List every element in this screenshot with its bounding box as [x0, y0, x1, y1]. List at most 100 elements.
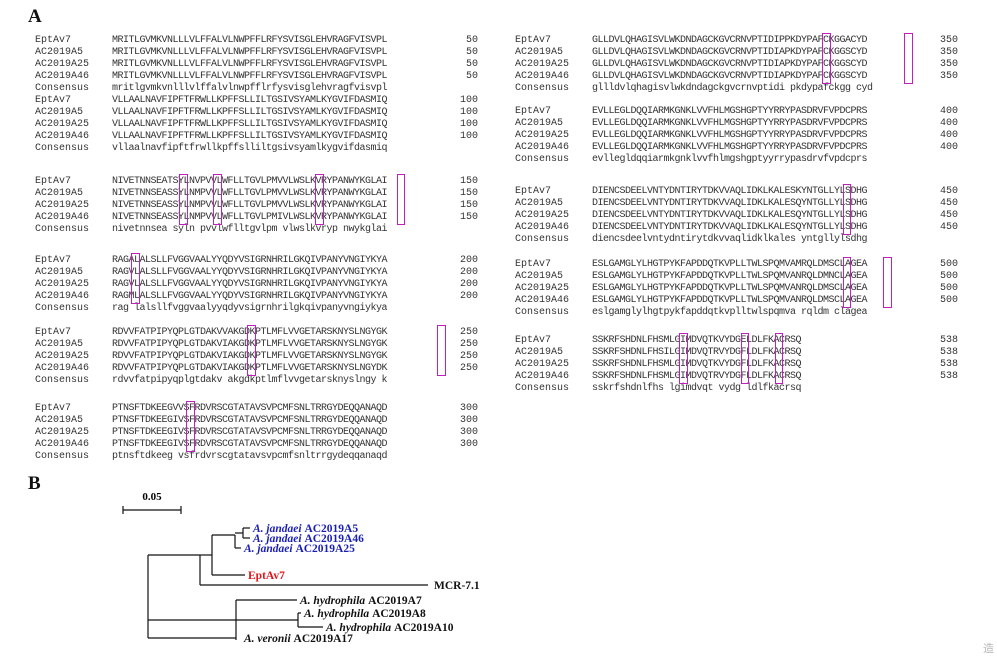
- sequence-name: EptAv7: [515, 186, 552, 197]
- sequence-name: Consensus: [35, 451, 90, 462]
- sequence-residues: EVLLEGLDQQIARMKGNKLVVFHLMGSHGPTYYRRYPASD…: [592, 130, 868, 141]
- sequence-residues: PTNSFTDKEEGIVSFRDVRSCGTATAVSVPCMFSNLTRRG…: [112, 427, 388, 438]
- residue-position: 150: [459, 176, 478, 187]
- residue-position: 400: [939, 118, 958, 129]
- sequence-residues: EVLLEGLDQQIARMKGNKLVVFHLMGSHGPTYYRRYPASD…: [592, 106, 868, 117]
- sequence-name: Consensus: [35, 224, 90, 235]
- tree-leaf-label: EptAv7: [248, 570, 285, 582]
- sequence-name: AC2019A5: [35, 267, 84, 278]
- sequence-name: EptAv7: [35, 327, 72, 338]
- sequence-residues: MRITLGVMKVNLLLVLFFALVLNWPFFLRFYSVISGLEHV…: [112, 71, 388, 82]
- residue-position: 50: [465, 59, 478, 70]
- tree-leaf-label: A. jandaei AC2019A25: [243, 543, 355, 555]
- residue-position: 300: [459, 439, 478, 450]
- sequence-residues: VLLAALNAVFIPFTFRWLLKPFFSLLILTGSIVSYAMLKY…: [112, 107, 388, 118]
- variant-highlight-box: [883, 257, 893, 308]
- sequence-residues: SSKRFSHDNLFHSMLGIMDVQTKVYDGELDLFKACRSQ: [592, 335, 802, 346]
- residue-position: 100: [459, 131, 478, 142]
- tree-leaf-label: A. hydrophila AC2019A7: [299, 595, 422, 607]
- sequence-residues: GLLDVLQHAGISVLWKDNDAGCKGVCRNVPTIDIAPKDYP…: [592, 71, 868, 82]
- sequence-residues: MRITLGVMKVNLLLVLFFALVLNWPFFLRFYSVISGLEHV…: [112, 35, 388, 46]
- sequence-name: AC2019A5: [35, 188, 84, 199]
- residue-position: 250: [459, 351, 478, 362]
- sequence-residues: RDVVFATPIPYQPLGTDAKVIAKGDKPTLMFLVVGETARS…: [112, 351, 388, 362]
- sequence-name: AC2019A46: [515, 371, 570, 382]
- variant-highlight-box: [437, 325, 447, 376]
- residue-position: 350: [939, 59, 958, 70]
- sequence-residues: rag lalsllfvggvaalyyqdyvsigrnhrilgkqivpa…: [112, 303, 388, 314]
- sequence-name: Consensus: [515, 154, 570, 165]
- tree-leaf-label: A. hydrophila AC2019A10: [325, 622, 454, 634]
- sequence-name: AC2019A25: [515, 59, 570, 70]
- sequence-name: AC2019A5: [515, 47, 564, 58]
- sequence-name: EptAv7: [35, 176, 72, 187]
- residue-position: 200: [459, 255, 478, 266]
- residue-position: 250: [459, 363, 478, 374]
- residue-position: 350: [939, 35, 958, 46]
- residue-position: 500: [939, 283, 958, 294]
- residue-position: 200: [459, 267, 478, 278]
- sequence-residues: SSKRFSHDNLFHSMLGIMDVQTRVYDGFLDLFKACRSQ: [592, 371, 802, 382]
- residue-position: 150: [459, 188, 478, 199]
- sequence-residues: EVLLEGLDQQIARMKGNKLVVFHLMGSHGPTYYRRYPASD…: [592, 142, 868, 153]
- residue-position: 500: [939, 271, 958, 282]
- sequence-residues: ptnsftdkeeg vsfrdvrscgtatavsvpcmfsnltrrg…: [112, 451, 388, 462]
- sequence-name: EptAv7: [515, 106, 552, 117]
- strain-name: AC2019A10: [394, 622, 454, 634]
- sequence-residues: ESLGAMGLYLHGTPYKFAPDDQTKVPLLTWLSPQMVANRQ…: [592, 283, 868, 294]
- sequence-residues: GLLDVLQHAGISVLWKDNDAGCKGVCRNVPTIDIPPKDYP…: [592, 35, 868, 46]
- residue-position: 538: [939, 347, 958, 358]
- sequence-residues: vllaalnavfipftfrwllkpffslliltgsivsyamlky…: [112, 143, 388, 154]
- residue-position: 400: [939, 142, 958, 153]
- sequence-name: Consensus: [515, 83, 570, 94]
- residue-position: 400: [939, 130, 958, 141]
- strain-name: AC2019A7: [368, 595, 422, 607]
- sequence-name: AC2019A46: [515, 142, 570, 153]
- sequence-name: AC2019A25: [35, 427, 90, 438]
- sequence-name: AC2019A5: [515, 271, 564, 282]
- residue-position: 200: [459, 279, 478, 290]
- residue-position: 450: [939, 210, 958, 221]
- sequence-name: AC2019A5: [35, 107, 84, 118]
- residue-position: 250: [459, 327, 478, 338]
- sequence-name: Consensus: [35, 83, 90, 94]
- residue-position: 150: [459, 200, 478, 211]
- species-name: A. hydrophila: [303, 608, 372, 620]
- sequence-name: AC2019A46: [515, 295, 570, 306]
- tree-leaf-label: A. jandaei AC2019A5: [252, 523, 358, 535]
- residue-position: 200: [459, 291, 478, 302]
- sequence-residues: PTNSFTDKEEGIVSFRDVRSCGTATAVSVPCMFSNLTRRG…: [112, 439, 388, 450]
- residue-position: 100: [459, 107, 478, 118]
- species-name: A. hydrophila: [299, 595, 368, 607]
- strain-name: MCR-7.1: [434, 580, 480, 592]
- sequence-name: AC2019A5: [515, 198, 564, 209]
- sequence-residues: RAGMLALSLLFVGGVAALYYQDYVSIGRNHRILGKQIVPA…: [112, 291, 388, 302]
- strain-name: AC2019A5: [304, 523, 358, 535]
- sequence-name: AC2019A25: [35, 279, 90, 290]
- sequence-name: AC2019A46: [35, 131, 90, 142]
- residue-position: 400: [939, 106, 958, 117]
- residue-position: 450: [939, 198, 958, 209]
- tree-leaf-label: MCR-7.1: [434, 580, 480, 592]
- sequence-residues: RDVVFATPIPYQPLGTDAKVIAKGDKPTLMFLVVGETARS…: [112, 363, 388, 374]
- sequence-residues: VLLAALNAVFIPFTFRWLLKPFFSLLILTGSIVSYAMLKY…: [112, 95, 388, 106]
- sequence-name: AC2019A25: [35, 200, 90, 211]
- variant-highlight-box: [396, 174, 406, 225]
- sequence-residues: diencsdeelvntydntirytdkvvaqlidklkales yn…: [592, 234, 868, 245]
- sequence-name: AC2019A5: [35, 415, 84, 426]
- sequence-name: EptAv7: [35, 255, 72, 266]
- sequence-residues: PTNSFTDKEEGVVSFRDVRSCGTATAVSVPCMFSNLTRRG…: [112, 403, 388, 414]
- sequence-residues: DIENCSDEELVNTYDNTIRYTDKVVAQLIDKLKALESKYN…: [592, 186, 868, 197]
- strain-name: EptAv7: [248, 570, 285, 582]
- sequence-residues: RDVVFATPIPYQPLGTDAKVIAKGDKPTLMFLVVGETARS…: [112, 339, 388, 350]
- sequence-name: EptAv7: [35, 35, 72, 46]
- sequence-residues: VLLAALNAVFIPFTFRWLLKPFFSLLILTGSIVSYAMLKY…: [112, 131, 388, 142]
- residue-position: 100: [459, 95, 478, 106]
- watermark-glyph: 造: [983, 642, 994, 655]
- sequence-name: AC2019A5: [515, 118, 564, 129]
- sequence-name: AC2019A5: [515, 347, 564, 358]
- sequence-name: Consensus: [515, 383, 570, 394]
- sequence-residues: NIVETNNSEASSYLNMPVVLWFLLTGVLPMIVLWSLKVRY…: [112, 212, 388, 223]
- strain-name: AC2019A17: [294, 633, 354, 645]
- sequence-name: AC2019A5: [35, 47, 84, 58]
